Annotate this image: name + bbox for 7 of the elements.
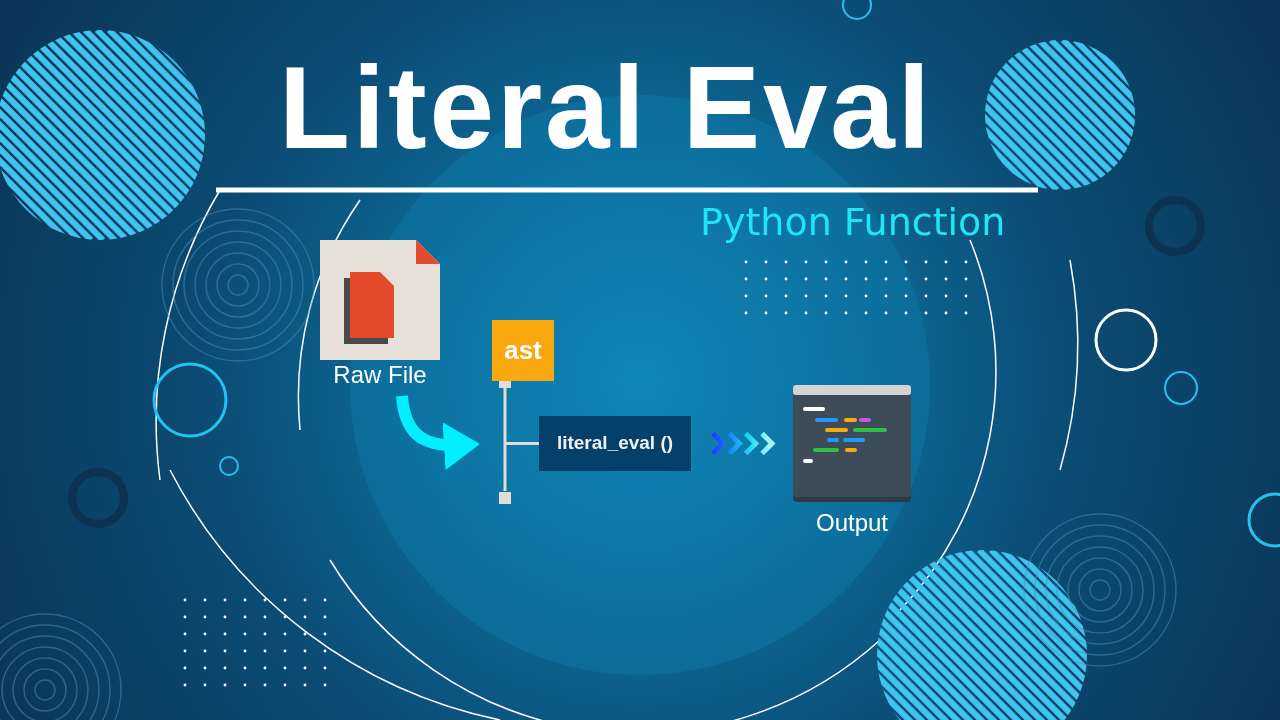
node-label: Output: [815, 508, 888, 538]
subtitle: Python Function: [700, 203, 1006, 241]
ast-box: ast: [492, 320, 554, 381]
node-label: Raw File: [333, 360, 427, 390]
title: Literal Eval: [278, 50, 934, 166]
function-box: literal_eval (): [539, 416, 691, 471]
chevron-arrow: [710, 431, 776, 456]
